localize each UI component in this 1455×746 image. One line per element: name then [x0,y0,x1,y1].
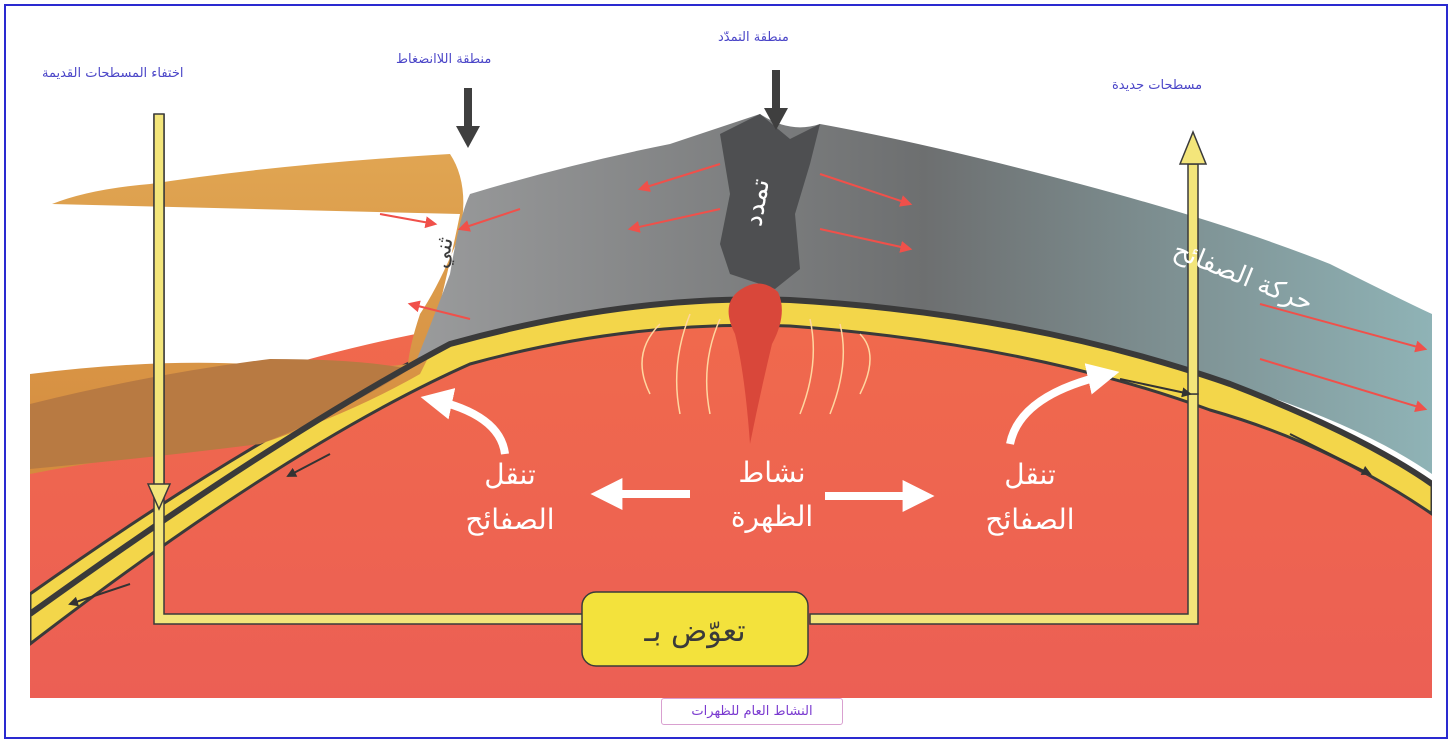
ridge-activity-diagram: نشاط الظهرة تنقل الصفائح تنقل الصفائح حر… [30,14,1432,698]
figure-caption: النشاط العام للظهرات [661,698,843,725]
transfer-left-line2: الصفائح [465,503,554,536]
transfer-right-line1: تنقل [1004,458,1056,491]
old-surfaces-label: اختفاء المسطحات القديمة [42,66,184,81]
transfer-left-line1: تنقل [484,458,536,491]
extension-zone-label: منطقة التمدّد [718,30,789,45]
fold-label: ثني [429,235,459,270]
compression-zone-label: منطقة اللاانضغاط [396,52,491,67]
ridge-activity-line2: الظهرة [731,500,813,533]
figure-frame: نشاط الظهرة تنقل الصفائح تنقل الصفائح حر… [4,4,1448,739]
transfer-right-line2: الصفائح [985,503,1074,536]
compensated-by-label: تعوّض بـ [643,614,745,649]
ridge-activity-line1: نشاط [738,456,805,489]
new-surfaces-label: مسطحات جديدة [1112,78,1202,93]
